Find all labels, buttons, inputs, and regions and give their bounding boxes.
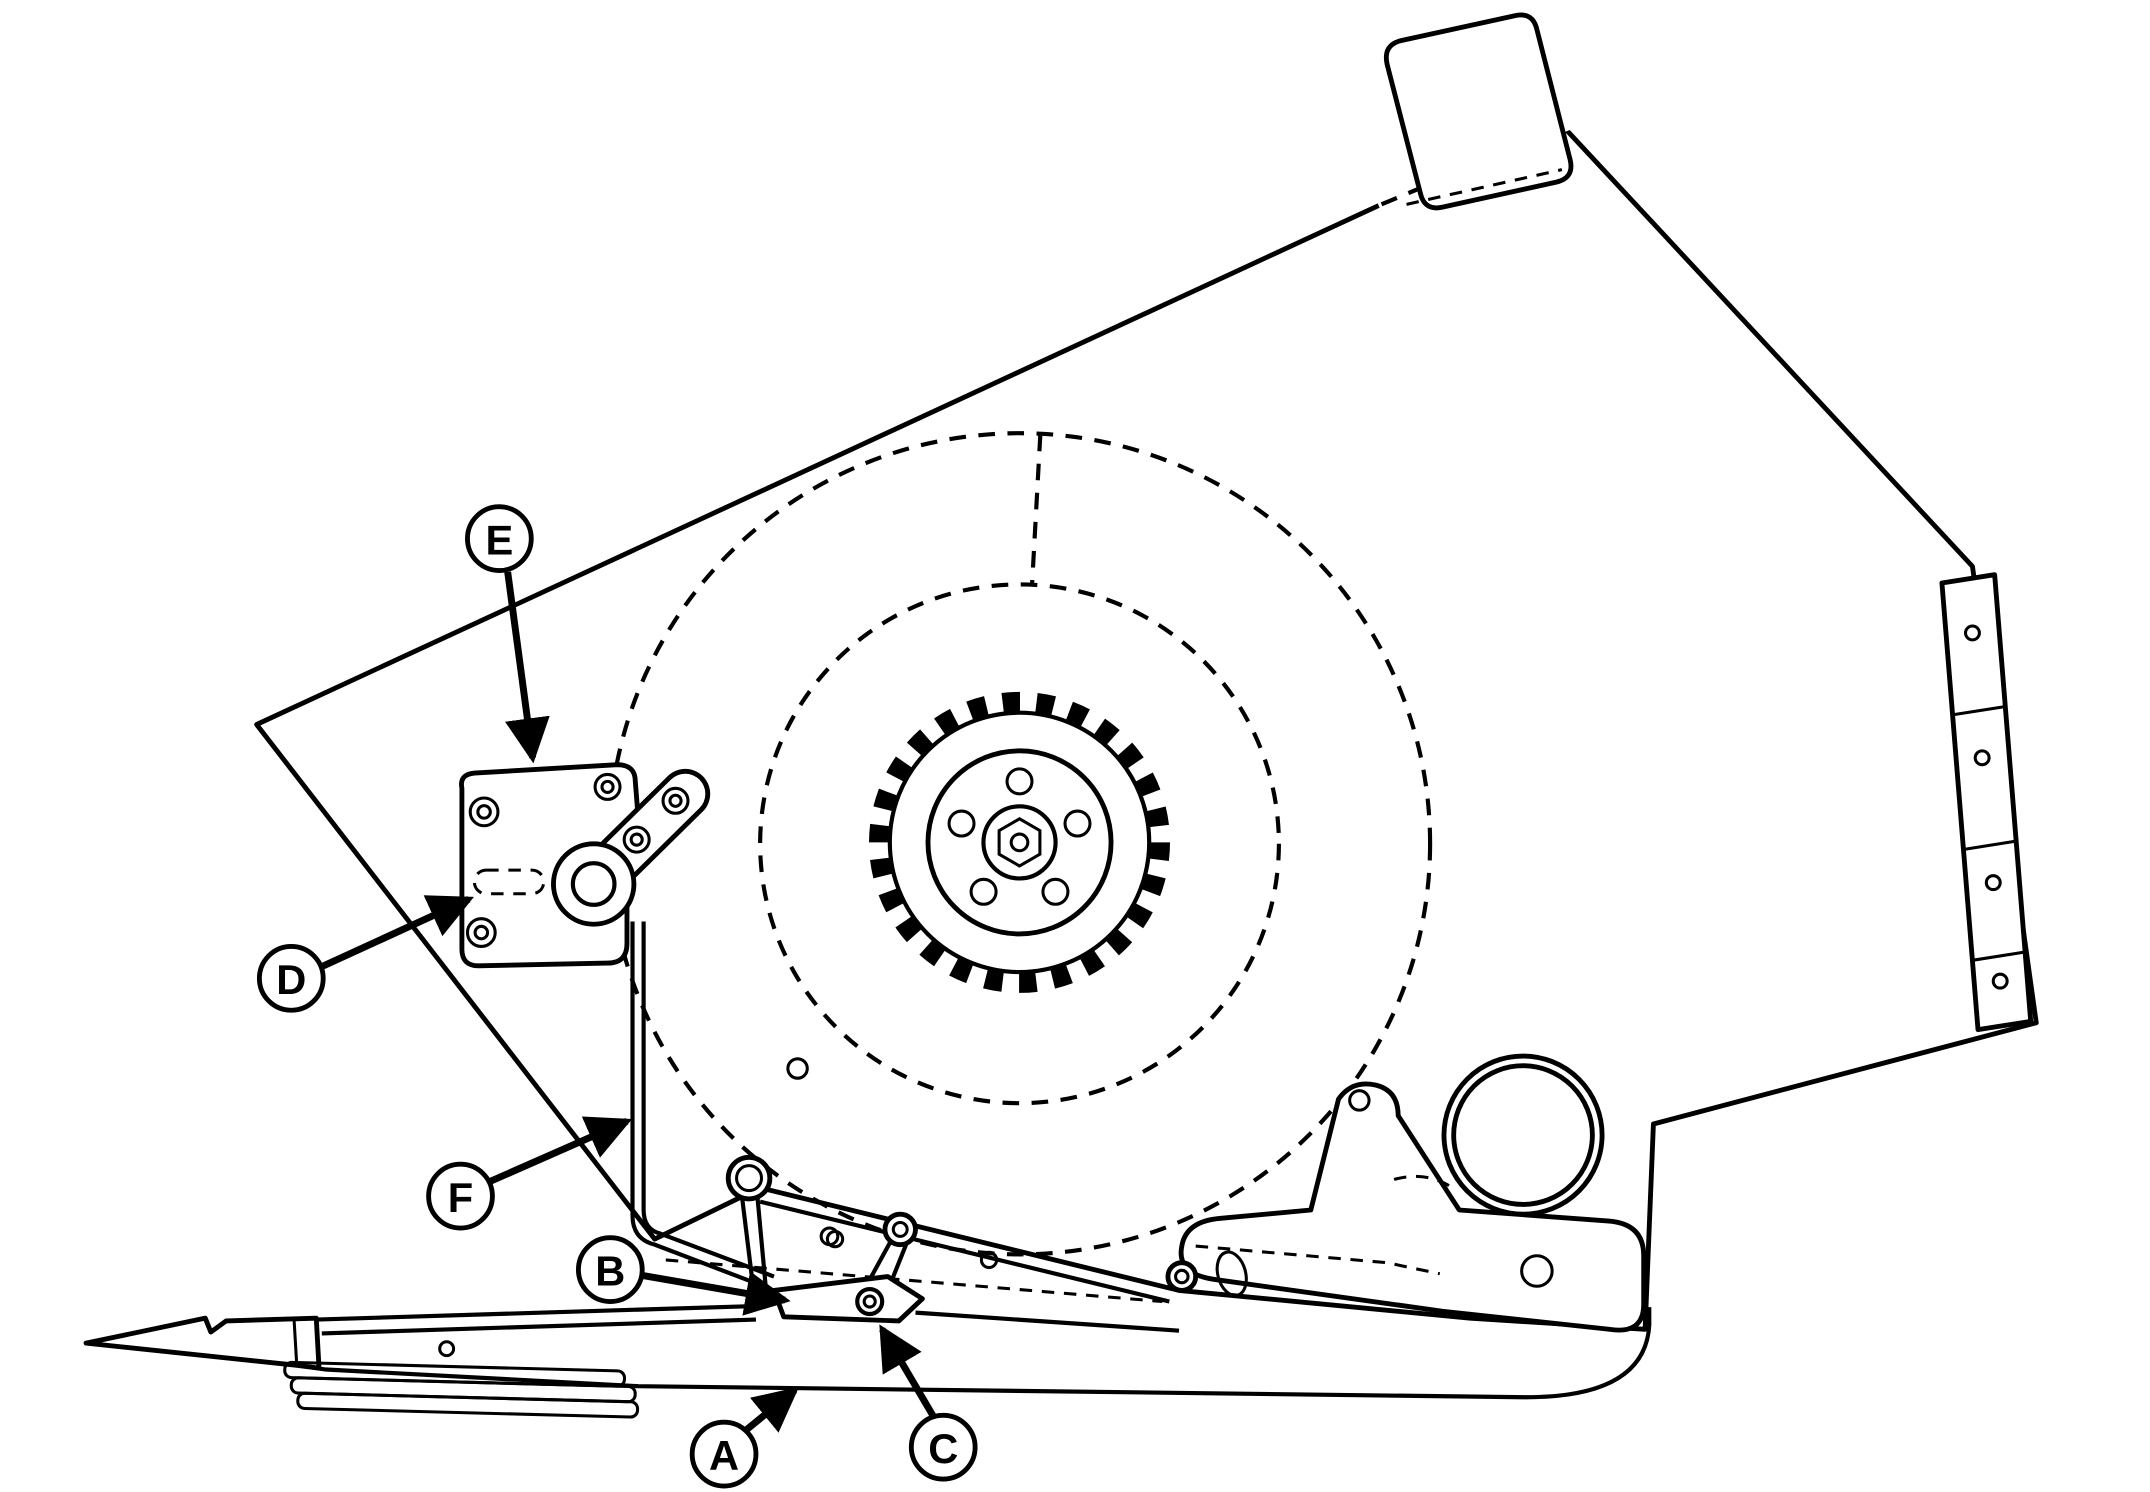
callout-e: E <box>465 504 534 573</box>
center-hex-nut <box>997 817 1042 868</box>
lever-assembly <box>725 1154 925 1324</box>
slotted-hole <box>472 868 546 896</box>
frame-bolt <box>438 1340 456 1358</box>
frame-pivot <box>1165 1260 1199 1293</box>
callout-b-label: B <box>595 1248 625 1295</box>
support-bracket <box>1165 1053 1647 1333</box>
bracket-pivot <box>551 841 637 927</box>
callout-c: C <box>908 1412 978 1482</box>
callout-a-arrow <box>739 1386 800 1436</box>
callout-d-label: D <box>276 956 306 1003</box>
callout-e-label: E <box>485 517 513 564</box>
callout-f: F <box>426 1161 495 1231</box>
sprocket-teeth <box>869 691 1171 993</box>
bracket-side-plate <box>1178 1081 1647 1333</box>
callout-c-label: C <box>928 1425 958 1472</box>
housing-body <box>254 121 2039 1332</box>
adjustment-bracket <box>459 762 711 969</box>
sprocket <box>869 691 1171 993</box>
sprocket-hub <box>925 748 1114 937</box>
callout-d: D <box>256 944 326 1013</box>
callout-a-label: A <box>709 1432 739 1479</box>
vertical-rod <box>630 921 775 1291</box>
callout-d-arrow <box>318 895 474 971</box>
callout-f-label: F <box>448 1174 473 1221</box>
callout-a: A <box>689 1419 759 1489</box>
callout-arrows <box>318 571 937 1436</box>
oval-slot <box>1215 1250 1248 1298</box>
drum-seam-line <box>1029 434 1043 586</box>
sprocket-center-boss <box>981 804 1058 881</box>
pivot-bolt <box>855 1286 885 1317</box>
ball-knob <box>725 1154 773 1202</box>
callout-f-arrow <box>486 1116 633 1186</box>
top-flap <box>1383 12 1574 211</box>
hinge-strip <box>1939 572 2034 1033</box>
callout-b-arrow <box>640 1271 791 1316</box>
link-pin <box>882 1211 918 1248</box>
sprocket-root-circle <box>887 710 1152 975</box>
callout-e-arrow <box>504 571 550 764</box>
drum-hole-small <box>786 1057 809 1080</box>
diagonal-brace <box>665 1199 1170 1304</box>
callout-b: B <box>575 1235 645 1304</box>
skid-plates <box>283 1360 640 1419</box>
lever-base <box>771 1274 925 1324</box>
callout-c-arrow <box>879 1324 937 1419</box>
skid-nose <box>83 1315 322 1371</box>
skid-frame <box>83 1303 1652 1419</box>
